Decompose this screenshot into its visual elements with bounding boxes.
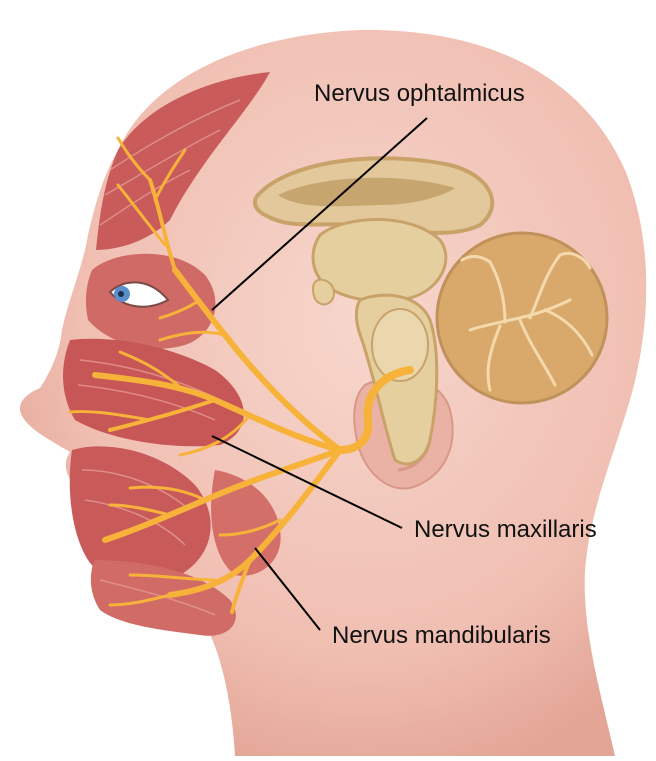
- pupil: [118, 291, 124, 297]
- label-maxillary-nerve: Nervus maxillaris: [414, 518, 597, 542]
- label-mandibular-nerve: Nervus mandibularis: [332, 624, 551, 648]
- label-ophthalmic-nerve: Nervus ophtalmicus: [314, 82, 525, 106]
- pituitary: [313, 280, 334, 305]
